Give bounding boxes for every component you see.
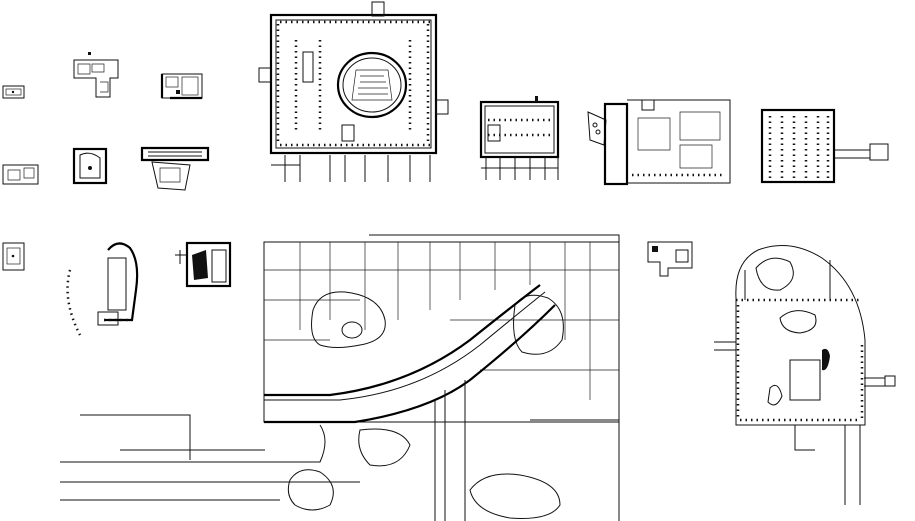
plan-i bbox=[72, 147, 108, 185]
tiny-plan-h bbox=[2, 164, 39, 185]
tiny-plan-k bbox=[2, 242, 25, 271]
site-plan bbox=[60, 234, 620, 521]
plan-j bbox=[140, 146, 210, 191]
plan-l bbox=[66, 242, 139, 336]
plan-m bbox=[175, 241, 232, 288]
curved-plan-p bbox=[714, 245, 896, 505]
plan-e bbox=[479, 96, 560, 180]
central-plan bbox=[258, 1, 449, 182]
plan-b bbox=[73, 52, 119, 98]
plan-g bbox=[760, 108, 889, 184]
small-plan-o bbox=[647, 241, 693, 277]
tiny-plan-a bbox=[2, 85, 25, 99]
plan-f bbox=[587, 99, 731, 186]
plan-c bbox=[160, 73, 203, 100]
